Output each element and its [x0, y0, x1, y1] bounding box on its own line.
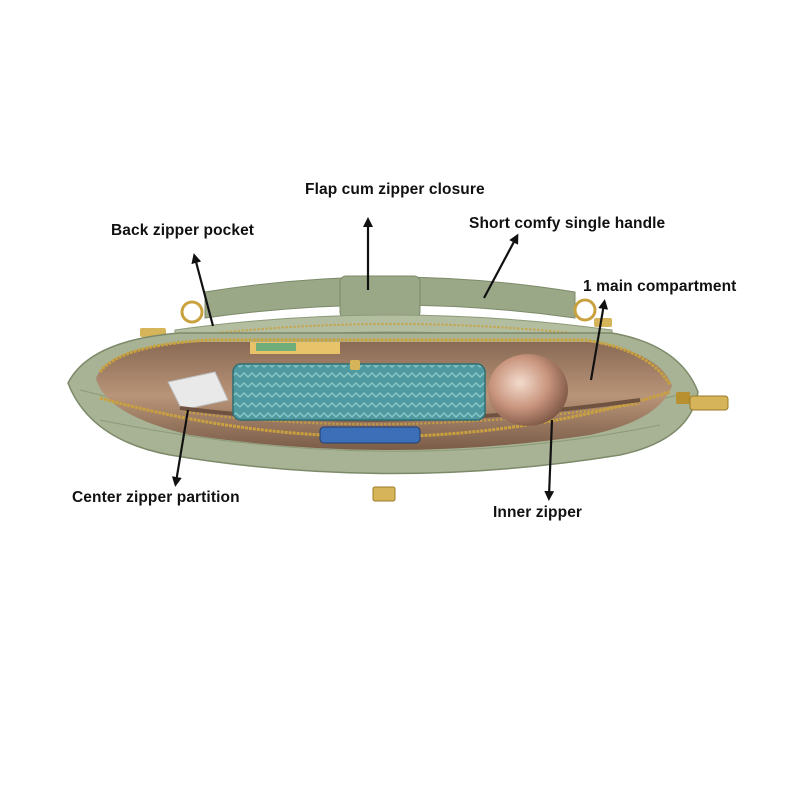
bottle	[488, 354, 568, 426]
arrow-handle	[483, 233, 519, 299]
arrow-inner	[544, 419, 555, 501]
arrow-main	[589, 299, 609, 381]
flap-tab	[339, 275, 421, 319]
label-inner-zipper: Inner zipper	[493, 504, 583, 521]
tissue-pack	[167, 371, 229, 411]
arrow-back-pocket	[191, 253, 215, 327]
wallet	[232, 363, 486, 421]
bottom-clasp	[372, 486, 396, 502]
annotation-arrows	[171, 217, 609, 501]
label-flap-closure: Flap cum zipper closure	[305, 181, 485, 198]
label-back-zipper-pocket: Back zipper pocket	[111, 222, 255, 239]
label-center-zipper-partition: Center zipper partition	[72, 489, 240, 506]
label-single-handle: Short comfy single handle	[469, 215, 666, 232]
zipper-pull	[676, 392, 729, 411]
phone	[319, 426, 421, 444]
label-main-compartment: 1 main compartment	[583, 278, 737, 295]
arrow-center	[171, 409, 190, 487]
